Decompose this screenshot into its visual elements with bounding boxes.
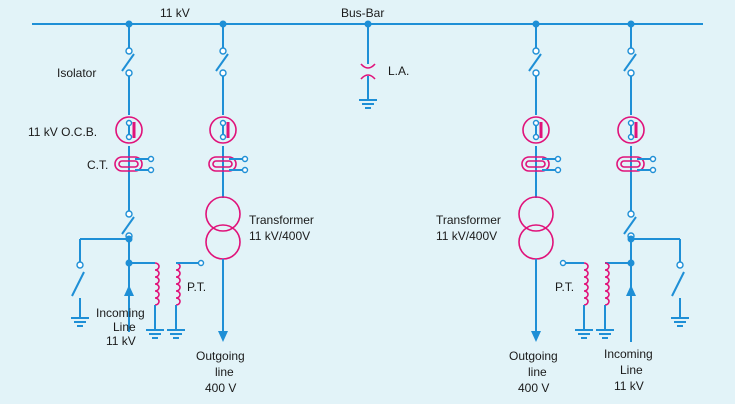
left-incoming-feeder (70, 20, 205, 339)
bus-bar-label: Bus-Bar (341, 6, 384, 20)
ground-icon (358, 99, 378, 109)
ground-icon (70, 317, 90, 327)
current-transformer-icon (208, 155, 249, 174)
incoming-arrow-icon (124, 285, 134, 296)
isolator-switch-icon (215, 47, 229, 77)
outgoing-left-label: Outgoing (196, 349, 245, 363)
pt-left-label: P.T. (187, 280, 206, 294)
isolator-switch-icon (623, 210, 637, 240)
transformer-icon (518, 196, 554, 260)
ground-icon (574, 329, 594, 339)
lightning-arrester (358, 20, 378, 109)
pt-secondary-coil-icon (583, 262, 589, 306)
isolator-label: Isolator (57, 66, 96, 80)
transformer-right-label: Transformer (436, 213, 501, 227)
potential-transformer-icon (154, 262, 160, 306)
ocb-breaker-icon (616, 115, 646, 145)
transformer-left-rating: 11 kV/400V (249, 229, 310, 243)
right-incoming-feeder (559, 20, 690, 342)
outgoing-right-label: Outgoing (509, 349, 558, 363)
incoming-arrow-icon (626, 285, 636, 296)
ocb-label: 11 kV O.C.B. (28, 125, 97, 139)
ground-icon (166, 329, 186, 339)
pt-secondary-coil-icon (175, 262, 181, 306)
outgoing-right-voltage: 400 V (518, 381, 549, 395)
isolator-switch-icon (121, 210, 135, 240)
outgoing-left-voltage: 400 V (205, 381, 236, 395)
ocb-breaker-icon (208, 115, 238, 145)
isolator-switch-icon (121, 47, 135, 77)
ct-label: C.T. (87, 158, 108, 172)
incoming-left-voltage: 11 kV (106, 334, 136, 348)
bus-voltage-label: 11 kV (160, 6, 190, 20)
incoming-left-label: Incoming (96, 306, 145, 320)
isolator-switch-icon (623, 47, 637, 77)
incoming-right-line: Line (620, 363, 643, 377)
la-label: L.A. (388, 64, 409, 78)
incoming-right-label: Incoming (604, 347, 653, 361)
ground-icon (595, 329, 615, 339)
potential-transformer-icon (604, 262, 610, 306)
outgoing-arrow-icon (531, 331, 541, 342)
transformer-right-rating: 11 kV/400V (436, 229, 497, 243)
ocb-breaker-icon (114, 115, 144, 145)
outgoing-right-line: line (528, 365, 547, 379)
ocb-breaker-icon (521, 115, 551, 145)
outgoing-arrow-icon (218, 331, 228, 342)
transformer-left-label: Transformer (249, 213, 314, 227)
right-outgoing-feeder (518, 20, 562, 342)
incoming-left-line: Line (113, 320, 136, 334)
isolator-switch-icon (528, 47, 542, 77)
left-outgoing-feeder (205, 20, 249, 342)
outgoing-left-line: line (215, 365, 234, 379)
ground-icon (145, 329, 165, 339)
pt-right-label: P.T. (555, 280, 574, 294)
current-transformer-icon (114, 155, 155, 174)
ground-icon (670, 317, 690, 327)
incoming-right-voltage: 11 kV (614, 379, 644, 393)
transformer-icon (205, 196, 241, 260)
current-transformer-icon (521, 155, 562, 174)
current-transformer-icon (616, 155, 657, 174)
